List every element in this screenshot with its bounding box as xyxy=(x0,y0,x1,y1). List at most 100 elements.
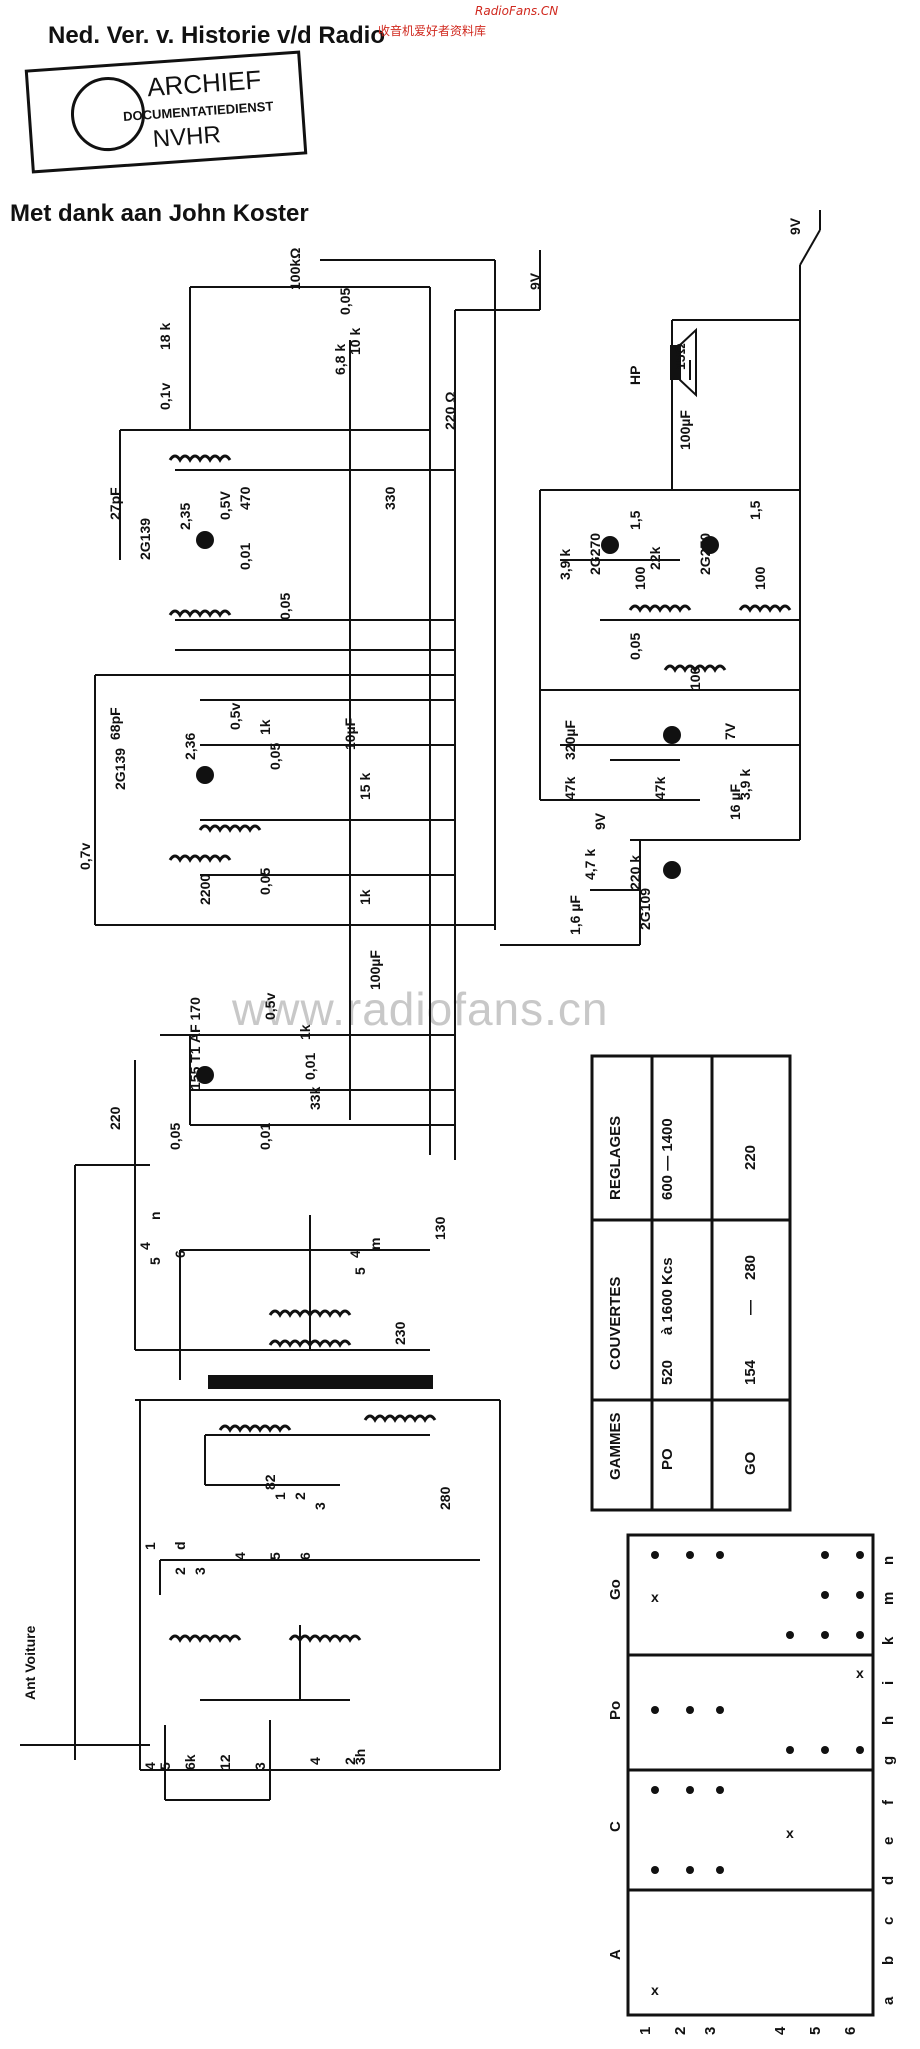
table-header-reglages: REGLAGES xyxy=(607,1116,624,1200)
component-label: 0,01 xyxy=(237,543,253,570)
component-label: 15Ω xyxy=(672,343,688,370)
matrix-row-label: 4 xyxy=(772,2026,789,2035)
component-label: 5 xyxy=(267,1552,283,1560)
archive-header: Ned. Ver. v. Historie v/d Radio xyxy=(48,22,385,49)
component-label: 6k xyxy=(182,1754,198,1770)
matrix-col-label: b xyxy=(880,1956,897,1965)
component-label: 2 xyxy=(292,1492,308,1500)
matrix-row-label: 2 xyxy=(672,2027,689,2035)
component-label: 2G139 xyxy=(137,518,153,560)
table-cell-po-reglage: 600 — 1400 xyxy=(659,1118,676,1200)
component-label: 22k xyxy=(647,546,663,570)
component-label: 0,05 xyxy=(267,743,283,770)
component-label: d xyxy=(172,1541,188,1550)
component-label: 6 xyxy=(172,1250,188,1258)
component-label: 27pF xyxy=(107,487,123,520)
component-label: 320µF xyxy=(562,720,578,760)
matrix-section-po: Po xyxy=(607,1701,624,1720)
component-label: 3,9 k xyxy=(557,549,573,580)
svg-text:x: x xyxy=(856,1665,864,1681)
matrix-col-label: i xyxy=(880,1681,897,1685)
component-label: 100µF xyxy=(677,410,693,450)
table-cell-go: GO xyxy=(742,1451,759,1475)
component-label: 33k xyxy=(307,1086,323,1110)
table-cell-go-high: 280 xyxy=(742,1255,759,1280)
matrix-row-label: 1 xyxy=(637,2027,654,2035)
ferrite-rod xyxy=(208,1375,433,1389)
component-label: 155 T1 AF 170 xyxy=(187,997,203,1090)
table-cell-go-mid: — xyxy=(742,1300,759,1315)
table-cell-po-mid: à 1600 Kcs xyxy=(659,1257,676,1335)
table-cell-go-low: 154 xyxy=(742,1359,759,1385)
component-label: 3,9 k xyxy=(737,769,753,800)
matrix-crosses: x x x x xyxy=(651,1589,864,1998)
component-label: 1k xyxy=(257,719,273,735)
component-label: 9V xyxy=(592,812,608,830)
component-label: 220 xyxy=(107,1106,123,1130)
component-label: 7V xyxy=(722,722,738,740)
component-label: 100µF xyxy=(367,950,383,990)
component-label: 220 Ω xyxy=(442,392,458,430)
matrix-col-label: g xyxy=(880,1756,897,1765)
component-label: 47k xyxy=(562,776,578,800)
matrix-col-label: a xyxy=(880,1996,897,2005)
svg-text:x: x xyxy=(786,1825,794,1841)
matrix-col-label: k xyxy=(880,1636,897,1645)
component-label: 2G270 xyxy=(587,533,603,575)
component-label: 4 xyxy=(347,1250,363,1258)
component-label: 12 xyxy=(217,1754,233,1770)
component-label: 4 xyxy=(137,1242,153,1250)
component-label: 82 xyxy=(262,1474,278,1490)
component-label: 0,1v xyxy=(157,383,173,410)
matrix-section-go: Go xyxy=(607,1579,624,1600)
component-label: 5 xyxy=(157,1762,173,1770)
component-label: 5 xyxy=(352,1267,368,1275)
component-label: 3 xyxy=(312,1502,328,1510)
matrix-dots xyxy=(651,1551,864,1874)
component-label: 2,36 xyxy=(182,733,198,760)
component-label: 2G139 xyxy=(112,748,128,790)
component-label: 0,5v xyxy=(262,993,278,1020)
component-label: 47k xyxy=(652,776,668,800)
component-label: 100 xyxy=(632,566,648,590)
component-label: 470 xyxy=(237,486,253,510)
table-header-gammes: GAMMES xyxy=(607,1413,624,1481)
component-label: 2G109 xyxy=(637,888,653,930)
component-label: 3 xyxy=(252,1762,268,1770)
component-label: 1 xyxy=(272,1492,288,1500)
component-label: 100kΩ xyxy=(287,248,303,290)
component-label: 330 xyxy=(382,486,398,510)
matrix-col-label: n xyxy=(880,1556,897,1565)
component-label: 5 xyxy=(147,1257,163,1265)
watermark: www.radiofans.cn xyxy=(232,983,609,1035)
matrix-col-label: f xyxy=(880,1799,897,1805)
component-label: 0,01 xyxy=(302,1053,318,1080)
component-label: 18 k xyxy=(157,323,173,350)
component-label: m xyxy=(367,1238,383,1250)
component-label: 2 xyxy=(342,1757,358,1765)
component-label: 1 xyxy=(142,1542,158,1550)
credit-line: Met dank aan John Koster xyxy=(10,200,309,227)
site-mark: RadioFans.CN xyxy=(475,4,559,18)
component-label: 16 µF xyxy=(727,783,743,820)
matrix-col-label: c xyxy=(880,1917,897,1925)
matrix-row-label: 5 xyxy=(807,2027,824,2035)
matrix-section-c: C xyxy=(607,1821,624,1832)
component-label: 15 k xyxy=(357,773,373,800)
component-label: 2200 xyxy=(197,874,213,905)
table-cell-po-low: 520 xyxy=(659,1360,676,1385)
component-label: 10 k xyxy=(347,328,363,355)
svg-text:x: x xyxy=(651,1982,659,1998)
component-label: 1k xyxy=(357,889,373,905)
svg-text:x: x xyxy=(651,1589,659,1605)
component-label: 2 xyxy=(172,1567,188,1575)
component-label: 9V xyxy=(527,272,543,290)
component-label: 1,5 xyxy=(747,500,763,520)
component-label: 68pF xyxy=(107,707,123,740)
component-label: 100 xyxy=(687,666,703,690)
component-label: n xyxy=(147,1211,163,1220)
matrix-col-label: e xyxy=(880,1837,897,1845)
